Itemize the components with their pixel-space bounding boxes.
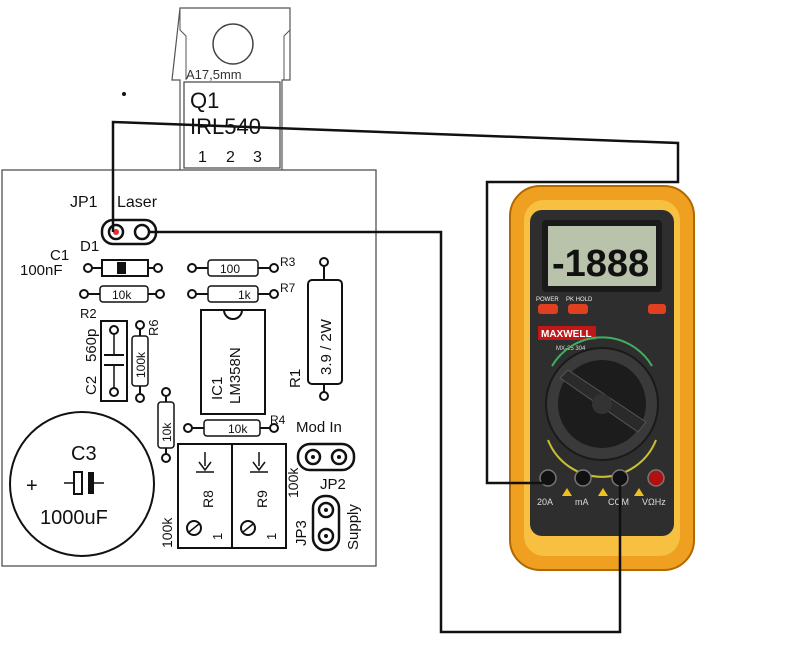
trimmer-r8: R8 1 bbox=[177, 443, 233, 549]
ic1-chip: IC1 LM358N bbox=[200, 309, 266, 415]
d1-label: D1 bbox=[80, 238, 99, 255]
jp2-label: JP2 bbox=[320, 476, 346, 493]
r2-value: 10k bbox=[112, 288, 132, 302]
capacitor-c2 bbox=[100, 320, 128, 402]
resistor-r2: 10k bbox=[79, 285, 165, 303]
lcd-reading: -1888 bbox=[552, 243, 649, 285]
c2-value: 560p bbox=[83, 329, 100, 362]
r8-label: R8 bbox=[200, 490, 216, 508]
diode-d1 bbox=[83, 259, 163, 277]
r4-value: 10k bbox=[228, 422, 248, 436]
resistor-r4: 10k bbox=[183, 419, 279, 437]
r9-label: R9 bbox=[254, 490, 270, 508]
jack-ma[interactable] bbox=[574, 469, 592, 487]
stray-dot bbox=[122, 92, 126, 96]
jp1-label: JP1 bbox=[70, 194, 98, 211]
multimeter: -1888 POWER PK HOLD MAXWELL MX-25 304 20… bbox=[509, 185, 695, 571]
resistor-r7: 1k bbox=[187, 285, 279, 303]
r9-pin: 1 bbox=[264, 533, 279, 540]
model-label: MX-25 304 bbox=[556, 346, 586, 352]
r3-label: R3 bbox=[280, 255, 296, 269]
trimmer-r9: R9 1 bbox=[231, 443, 287, 549]
resistor-r5: 10k bbox=[157, 387, 175, 463]
mod-in-label: Mod In bbox=[296, 419, 342, 436]
power-button-label: POWER bbox=[536, 297, 559, 303]
c3-plus-sign: + bbox=[26, 475, 38, 497]
c1-value: 100nF bbox=[20, 262, 63, 279]
r2-label: R2 bbox=[80, 306, 97, 321]
c2-label: C2 bbox=[83, 376, 100, 395]
ic1-label: IC1 bbox=[209, 377, 226, 400]
hold-button-label: PK HOLD bbox=[566, 297, 593, 303]
resistor-r1: 3.9 / 2W bbox=[307, 257, 343, 401]
jack-vohz-label: VΩHz bbox=[642, 497, 666, 507]
transistor-ref: Q1 bbox=[190, 88, 219, 113]
jack-20a-label: 20A bbox=[537, 497, 553, 507]
ic1-part: LM358N bbox=[227, 347, 244, 404]
resistor-r6: 100k bbox=[131, 320, 149, 403]
transistor-pin-3: 3 bbox=[253, 149, 262, 166]
resistor-r3: 100 bbox=[187, 259, 279, 277]
jp3-label: JP3 bbox=[293, 520, 310, 546]
lcd-display bbox=[548, 226, 656, 286]
function-button[interactable] bbox=[648, 304, 666, 314]
r1-value: 3.9 / 2W bbox=[318, 318, 335, 375]
r9-value: 100k bbox=[285, 467, 301, 498]
capacitor-c3: C3 1000uF + bbox=[9, 411, 155, 557]
package-label: A17,5mm bbox=[186, 67, 242, 82]
r3-value: 100 bbox=[220, 262, 240, 276]
wires bbox=[111, 120, 680, 634]
jp3-connector bbox=[311, 494, 341, 552]
r7-value: 1k bbox=[238, 288, 252, 302]
r1-label: R1 bbox=[287, 369, 304, 388]
c3-label: C3 bbox=[71, 443, 97, 465]
jp1-connector bbox=[100, 218, 158, 246]
r8-value: 100k bbox=[159, 517, 175, 548]
hold-button[interactable] bbox=[568, 304, 588, 314]
r5-value: 10k bbox=[160, 422, 174, 442]
supply-label: Supply bbox=[345, 504, 362, 550]
wire-laser-to-com bbox=[148, 230, 622, 634]
pcb-board: JP1 Laser D1 C1 100nF 10k R2 bbox=[1, 169, 377, 567]
transistor-pin-1: 1 bbox=[198, 149, 207, 166]
laser-label: Laser bbox=[117, 194, 158, 211]
input-jacks: 20A mA COM VΩHz bbox=[537, 469, 666, 507]
jack-ma-label: mA bbox=[575, 497, 589, 507]
r6-value: 100k bbox=[134, 351, 148, 378]
r4-label: R4 bbox=[270, 413, 286, 427]
mounting-hole-icon bbox=[212, 23, 254, 65]
r7-label: R7 bbox=[280, 281, 296, 295]
transistor-pin-2: 2 bbox=[226, 149, 235, 166]
c3-value: 1000uF bbox=[40, 507, 108, 529]
jack-com-label: COM bbox=[608, 497, 629, 507]
brand-label: MAXWELL bbox=[541, 329, 592, 340]
c1-label: C1 bbox=[50, 247, 69, 264]
r8-pin: 1 bbox=[210, 533, 225, 540]
power-button[interactable] bbox=[538, 304, 558, 314]
jp2-connector bbox=[296, 442, 356, 472]
r6-label: R6 bbox=[146, 319, 161, 336]
wire-laser-to-20a bbox=[111, 120, 680, 485]
jack-vohz[interactable] bbox=[647, 469, 665, 487]
